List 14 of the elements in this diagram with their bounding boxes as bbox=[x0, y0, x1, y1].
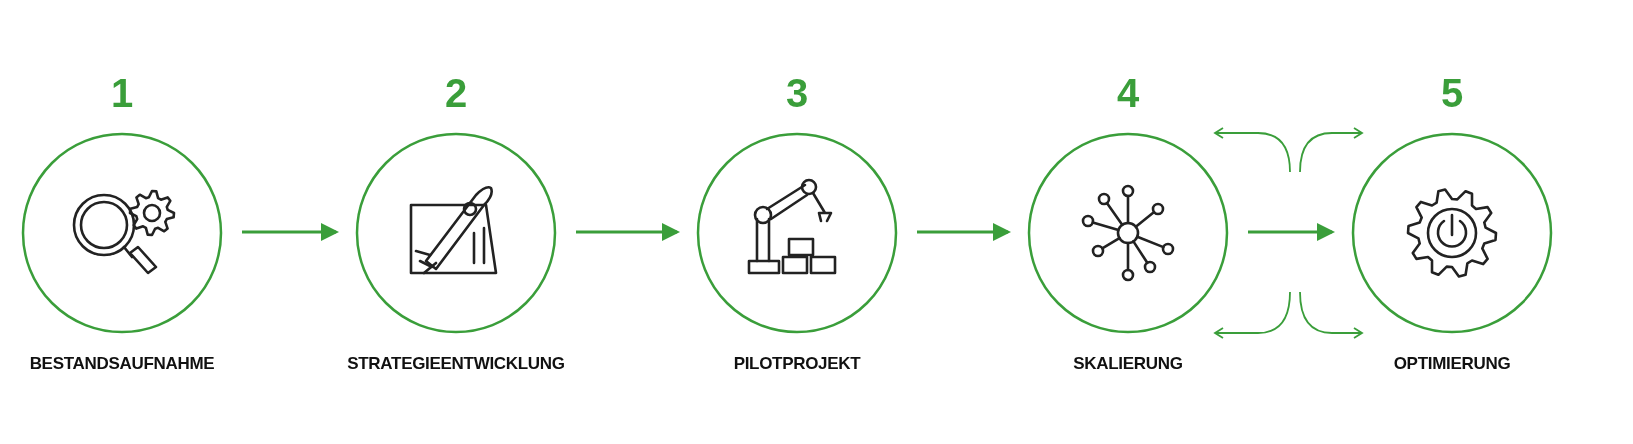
step-number: 1 bbox=[109, 70, 135, 116]
step-label: OPTIMIERUNG bbox=[1392, 354, 1512, 374]
step-number: 4 bbox=[1115, 70, 1141, 116]
arrow bbox=[242, 223, 339, 241]
step-label: SKALIERUNG bbox=[1072, 354, 1184, 374]
arrow bbox=[917, 223, 1011, 241]
step-number: 3 bbox=[784, 70, 810, 116]
step-label: PILOTPROJEKT bbox=[732, 354, 862, 374]
arrow bbox=[1248, 223, 1335, 241]
step-number: 2 bbox=[443, 70, 469, 116]
step-label: BESTANDSAUFNAHME bbox=[28, 354, 216, 374]
step-number: 5 bbox=[1439, 70, 1465, 116]
arrow bbox=[576, 223, 680, 241]
step-label: STRATEGIEENTWICKLUNG bbox=[346, 354, 566, 374]
